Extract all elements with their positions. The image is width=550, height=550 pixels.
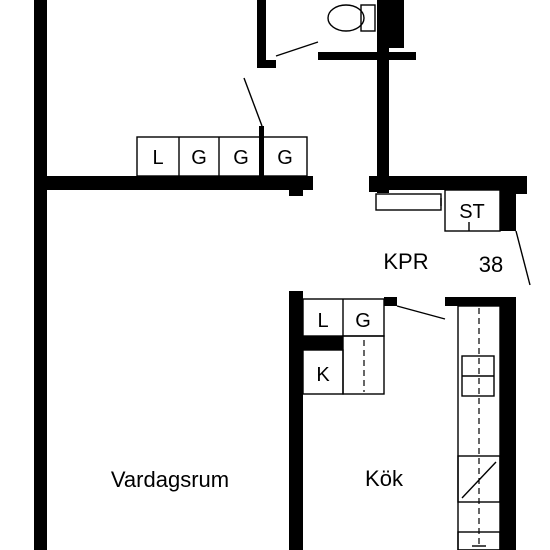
wall-post xyxy=(259,126,264,178)
wall-hall-top xyxy=(369,176,527,190)
wall-left-outer xyxy=(34,0,47,550)
fixtures xyxy=(136,4,531,550)
wall-kitchen-cab-divider xyxy=(303,336,343,350)
kitchen-counter xyxy=(457,305,501,550)
wall-kitchen-right xyxy=(500,297,516,550)
wall-bath-left xyxy=(257,0,266,68)
wall-hall-top-foot xyxy=(369,188,383,192)
cabinet-row-top xyxy=(136,136,308,177)
labels: L G G G ST KPR 38 L G K Vardagsrum Kök xyxy=(111,147,503,492)
cabinet-label-1: L xyxy=(152,147,163,169)
wall-right-cap xyxy=(516,176,527,194)
wall-kitchen-top-stub xyxy=(384,297,397,306)
toilet-icon xyxy=(327,4,376,32)
door-living xyxy=(243,77,263,127)
room-hall: KPR xyxy=(383,249,428,274)
cabinet-label-2: G xyxy=(191,147,207,169)
kitchen-cab-label-l: L xyxy=(317,310,328,332)
kitchen-pantry xyxy=(342,335,385,395)
kitchen-k-label: K xyxy=(316,364,330,386)
hall-closet xyxy=(444,189,501,232)
wall-living-top xyxy=(34,176,313,190)
unit-number: 38 xyxy=(479,252,503,277)
room-kitchen: Kök xyxy=(365,466,404,491)
wall-bath-bottom xyxy=(318,52,416,60)
door-kitchen xyxy=(396,305,446,320)
wall-living-top-stub xyxy=(289,188,303,196)
room-living: Vardagsrum xyxy=(111,467,229,492)
cabinet-label-4: G xyxy=(277,147,293,169)
cabinet-label-3: G xyxy=(233,147,249,169)
stove-icon xyxy=(457,455,501,503)
walls xyxy=(34,0,527,550)
wall-right-upper xyxy=(500,176,516,231)
wall-hall-divider xyxy=(377,48,389,193)
bench xyxy=(375,193,442,211)
door-bath xyxy=(275,41,319,57)
door-entrance xyxy=(515,230,531,286)
sink-icon xyxy=(461,355,495,397)
wall-bath-right xyxy=(377,0,404,48)
wall-bath-left-foot xyxy=(257,60,276,68)
kitchen-cab-label-g: G xyxy=(355,310,371,332)
appliance-bottom xyxy=(457,531,501,550)
hall-closet-label: ST xyxy=(459,201,485,223)
wall-kitchen-right-top xyxy=(445,297,516,306)
wall-kitchen-left xyxy=(289,291,303,550)
